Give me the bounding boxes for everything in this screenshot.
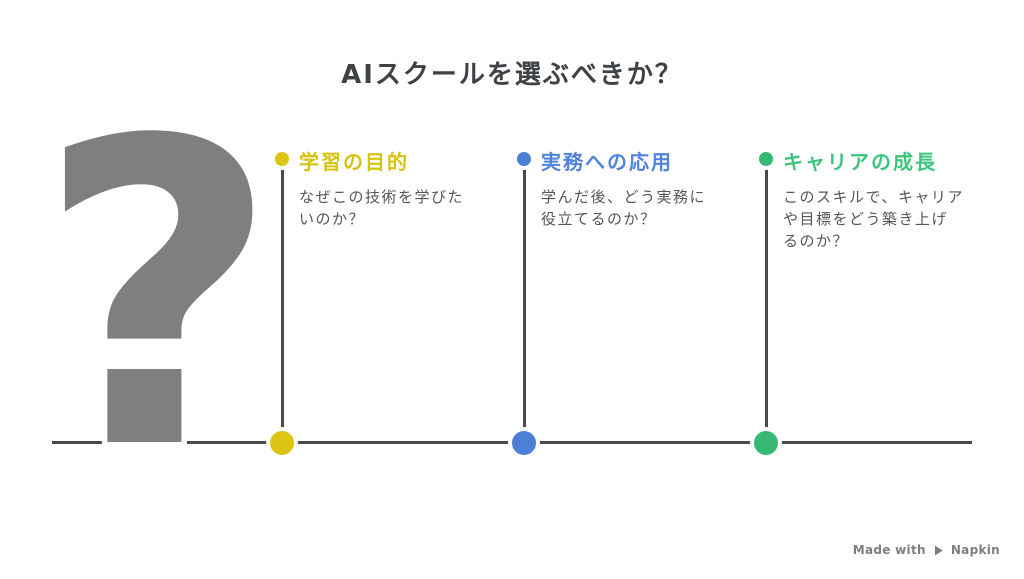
item-heading: 実務への応用 (541, 150, 673, 174)
marker-dot-small (271, 148, 293, 170)
description-line: 学んだ後、どう実務に (541, 188, 707, 206)
connector-line (523, 159, 526, 443)
timeline-dot (266, 427, 298, 459)
item-description: なぜこの技術を学びた いのか？ (299, 186, 464, 230)
description-line: や目標をどう築き上げ (783, 210, 949, 228)
napkin-play-icon (932, 544, 945, 557)
item-description: 学んだ後、どう実務に 役立てるのか？ (541, 186, 706, 230)
made-with-label: Made with (852, 543, 926, 557)
question-mark-graphic: ? ? (31, 53, 296, 542)
marker-dot-small (513, 148, 535, 170)
description-line: いのか？ (299, 210, 366, 228)
question-mark-outline: ? (31, 53, 286, 542)
made-with-napkin-badge: Made with Napkin (853, 543, 1000, 557)
marker-dot-small (755, 148, 777, 170)
description-line: このスキルで、キャリア (783, 188, 964, 206)
timeline-dot (508, 427, 540, 459)
timeline-dot (750, 427, 782, 459)
connector-line (765, 159, 768, 443)
item-heading: 学習の目的 (299, 150, 409, 174)
description-line: なぜこの技術を学びた (299, 188, 465, 206)
connector-line (281, 159, 284, 443)
description-line: 役立てるのか？ (541, 210, 657, 228)
diagram-title: AIスクールを選ぶべきか？ (341, 60, 683, 90)
item-heading: キャリアの成長 (783, 150, 937, 174)
napkin-brand-label: Napkin (950, 543, 1000, 557)
description-line: るのか？ (783, 232, 850, 250)
item-description: このスキルで、キャリア や目標をどう築き上げ るのか？ (783, 186, 964, 252)
question-mark-glyph: ? (36, 53, 280, 542)
